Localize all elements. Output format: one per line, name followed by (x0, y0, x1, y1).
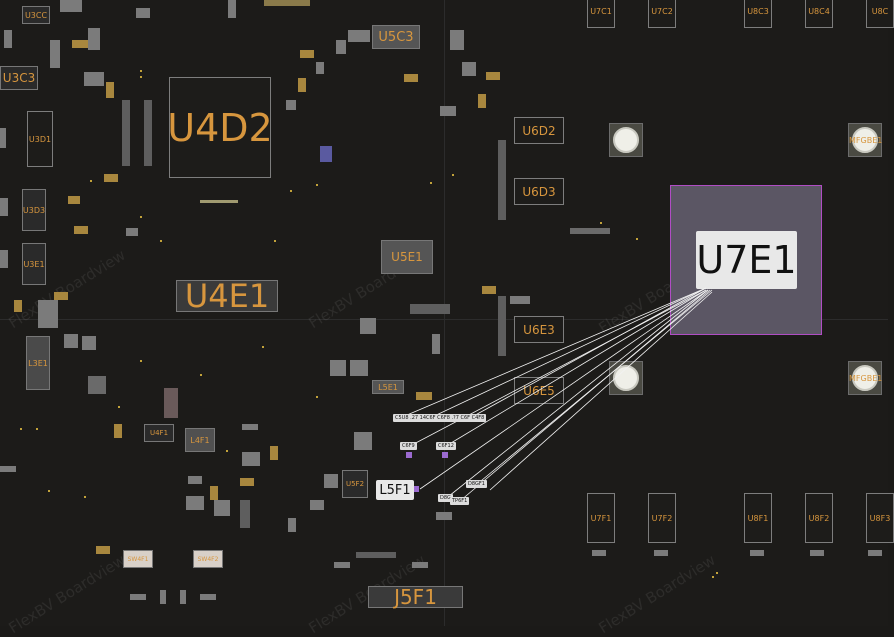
component-l3e1[interactable]: L3E1 (26, 336, 50, 390)
component-sw4f2[interactable]: SW4F2 (193, 550, 223, 568)
mounting-hole[interactable] (848, 361, 882, 395)
component-l5e1[interactable]: L5E1 (372, 380, 404, 394)
pin-label-row[interactable]: C5U8 .27 14C6F C6F8 .?7 C6F C4F8 (393, 414, 487, 422)
component-sw4f1[interactable]: SW4F1 (123, 550, 153, 568)
component-u8c4[interactable]: U8C4 (805, 0, 833, 28)
pin-label-c6f9[interactable]: C6F9 (400, 442, 417, 450)
component-u7f2[interactable]: U7F2 (648, 493, 676, 543)
component-u4e1[interactable]: U4E1 (176, 277, 278, 315)
pin-label-d8g[interactable]: D8G (438, 494, 453, 502)
pin-label-d8gf1[interactable]: D8GF1 (466, 480, 487, 488)
component-u3d1[interactable]: U3D1 (27, 111, 53, 167)
mounting-hole[interactable] (609, 361, 643, 395)
component-u6d2[interactable]: U6D2 (514, 117, 564, 144)
mounting-hole[interactable] (609, 123, 643, 157)
pin-label-c6f12[interactable]: C6F12 (436, 442, 456, 450)
component-u8f3[interactable]: U8F3 (866, 493, 894, 543)
selected-component-label: U7E1 (696, 231, 797, 289)
component-j5f1[interactable]: J5F1 (368, 585, 463, 609)
component-u5f2[interactable]: U5F2 (342, 470, 368, 498)
mounting-hole[interactable] (848, 123, 882, 157)
component-u7f1[interactable]: U7F1 (587, 493, 615, 543)
component-u3c3[interactable]: U3C3 (0, 66, 38, 90)
crosshair-horizontal (0, 319, 888, 320)
component-mfg-b: MFGBE1 (849, 374, 883, 383)
target-component-l5f1[interactable]: L5F1 (376, 480, 414, 500)
component-u6d3[interactable]: U6D3 (514, 178, 564, 205)
component-u3d3[interactable]: U3D3 (22, 189, 46, 231)
component-u3cc[interactable]: U3CC (22, 6, 50, 24)
component-u5e1[interactable]: U5E1 (381, 240, 433, 274)
component-u8f2[interactable]: U8F2 (805, 493, 833, 543)
component-u5c3[interactable]: U5C3 (372, 25, 420, 49)
component-u8f1[interactable]: U8F1 (744, 493, 772, 543)
pin-label-tp6f1[interactable]: TP6F1 (450, 497, 470, 505)
component-mfg-a: MFGBE1 (849, 136, 883, 145)
component-u7c2[interactable]: U7C2 (648, 0, 676, 28)
net-lines (399, 287, 713, 502)
component-u3e1[interactable]: U3E1 (22, 243, 46, 285)
component-u8c3[interactable]: U8C3 (744, 0, 772, 28)
component-u6e3[interactable]: U6E3 (514, 316, 564, 343)
component-u7c1[interactable]: U7C1 (587, 0, 615, 28)
component-u4d2[interactable]: U4D2 (167, 77, 273, 178)
component-u4f1[interactable]: U4F1 (144, 424, 174, 442)
component-l4f1[interactable]: L4F1 (185, 428, 215, 452)
